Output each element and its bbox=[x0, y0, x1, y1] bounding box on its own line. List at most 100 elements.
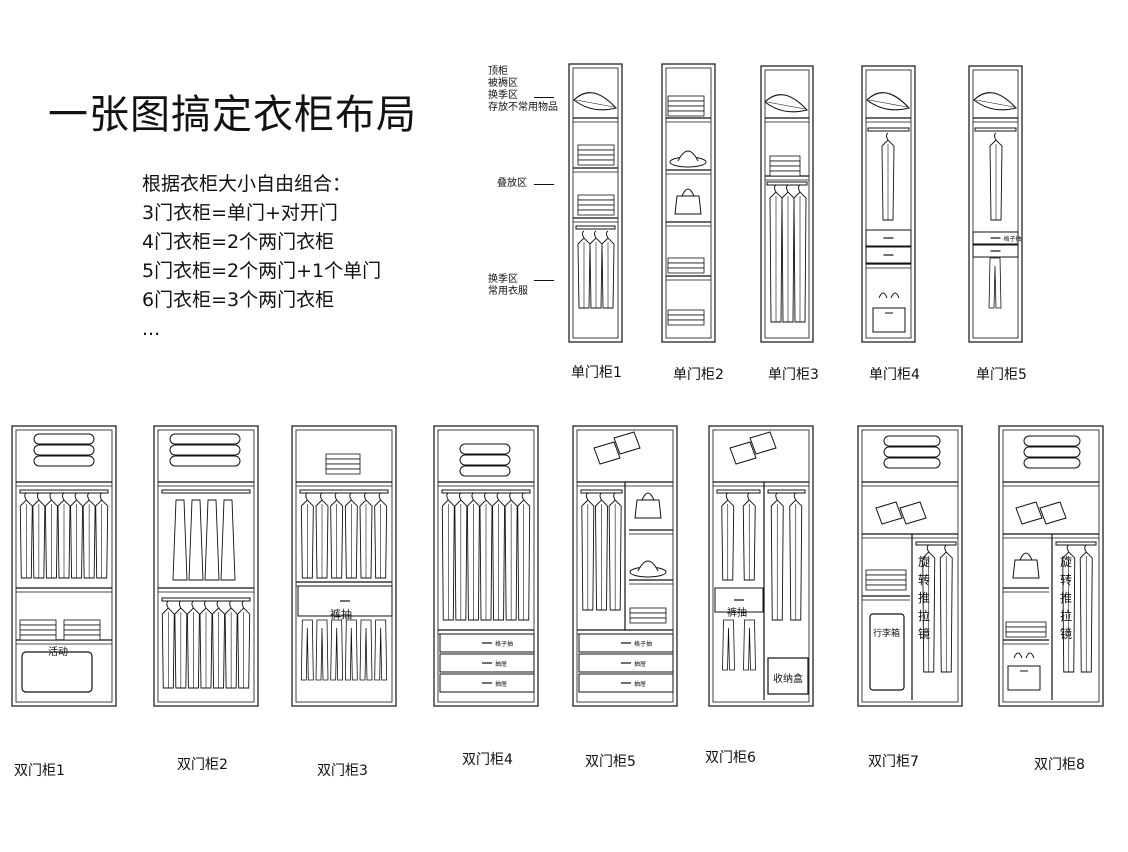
pants-shape bbox=[359, 619, 373, 681]
folded-clothes bbox=[667, 110, 705, 117]
folded-clothes bbox=[667, 309, 705, 316]
shirt bbox=[770, 492, 784, 621]
drawer-label: 抽屉 bbox=[634, 660, 646, 668]
folded-quilt bbox=[169, 433, 241, 445]
hanging-rod bbox=[161, 597, 251, 602]
cabinet-inner bbox=[861, 429, 959, 703]
blanket-line bbox=[975, 99, 1015, 108]
shirt bbox=[595, 492, 608, 611]
handbag-icon bbox=[1012, 559, 1040, 579]
folded-clothes bbox=[325, 453, 361, 460]
folded-clothes bbox=[667, 319, 705, 326]
cabinet-label: 双门柜4 bbox=[462, 752, 513, 768]
shirt bbox=[479, 492, 493, 621]
hanging-rod bbox=[299, 489, 389, 494]
shirt bbox=[330, 492, 344, 579]
drawer bbox=[297, 585, 393, 617]
handbag-icon bbox=[634, 499, 662, 519]
shirt bbox=[721, 492, 735, 581]
blanket-line bbox=[766, 101, 806, 110]
intro-text: 根据衣柜大小自由组合： 3门衣柜=单门+对开门 4门衣柜=2个两门衣柜 5门衣柜… bbox=[142, 170, 381, 344]
folded-quilt bbox=[1023, 457, 1081, 469]
cabinet-frame bbox=[661, 63, 716, 343]
folded-quilt bbox=[1023, 446, 1081, 458]
cabinet-frame bbox=[760, 65, 814, 343]
cabinet-inner bbox=[576, 429, 674, 703]
folded-clothes bbox=[865, 579, 907, 586]
folded-clothes bbox=[769, 155, 801, 162]
drawer bbox=[714, 587, 764, 613]
blanket-icon bbox=[573, 92, 618, 111]
folded-quilt bbox=[459, 454, 511, 466]
leader-line bbox=[534, 184, 554, 185]
pillow-icon bbox=[1039, 501, 1067, 525]
shirt bbox=[212, 600, 226, 689]
dress-shape bbox=[220, 499, 236, 581]
shirt bbox=[1062, 544, 1076, 673]
folded-clothes bbox=[577, 194, 615, 201]
pants-drawer-label: 裤抽 bbox=[727, 606, 747, 619]
dress-shape bbox=[172, 499, 188, 581]
mirror-label: 推 bbox=[1060, 591, 1072, 605]
drawer-label: 格子抽 bbox=[634, 640, 652, 648]
folded-quilt bbox=[33, 455, 95, 467]
cabinet-inner bbox=[572, 67, 619, 339]
folded-quilt bbox=[1023, 435, 1081, 447]
shirt bbox=[300, 492, 314, 579]
storage-box bbox=[1007, 665, 1041, 691]
folded-clothes bbox=[865, 569, 907, 576]
handbag-handle bbox=[641, 492, 655, 501]
cabinet-label: 单门柜5 bbox=[976, 367, 1027, 383]
folded-clothes bbox=[667, 95, 705, 102]
shirt bbox=[344, 492, 358, 579]
cabinet-inner bbox=[437, 429, 535, 703]
drawer bbox=[972, 244, 1019, 258]
hanging-rod bbox=[441, 489, 531, 494]
cabinet-inner bbox=[157, 429, 255, 703]
folded-clothes bbox=[667, 267, 705, 274]
cabinet-inner bbox=[972, 69, 1019, 339]
pillow-icon bbox=[593, 441, 621, 465]
drawer bbox=[972, 231, 1019, 245]
cabinet-label: 双门柜8 bbox=[1034, 757, 1085, 773]
folded-clothes bbox=[865, 584, 907, 591]
folded-clothes bbox=[63, 634, 101, 641]
shirt bbox=[577, 230, 591, 309]
hat-icon bbox=[637, 560, 659, 572]
shirt bbox=[466, 492, 480, 621]
cabinet-inner bbox=[764, 69, 810, 339]
handbag-handle bbox=[681, 188, 695, 197]
cabinet-label: 双门柜1 bbox=[14, 763, 65, 779]
drawer-label: 格子抽 bbox=[495, 640, 513, 648]
blanket-icon bbox=[764, 94, 809, 113]
cabinet-frame bbox=[998, 425, 1104, 707]
drawer bbox=[578, 633, 674, 653]
pillow-icon bbox=[875, 501, 903, 525]
folded-clothes bbox=[667, 314, 705, 321]
intro-line: 3门衣柜=单门+对开门 bbox=[142, 202, 338, 224]
intro-line: 5门衣柜=2个两门+1个单门 bbox=[142, 260, 382, 282]
folded-quilt bbox=[169, 444, 241, 456]
shirt bbox=[1079, 544, 1093, 673]
folded-quilt bbox=[883, 446, 941, 458]
drawer-label: 抽屉 bbox=[495, 660, 507, 668]
blanket-line bbox=[575, 99, 615, 108]
folded-quilt bbox=[33, 433, 95, 445]
folded-clothes bbox=[769, 170, 801, 177]
blanket-line bbox=[868, 99, 908, 108]
cabinet-label: 双门柜2 bbox=[177, 757, 228, 773]
cabinet-inner bbox=[865, 69, 912, 339]
folded-quilt bbox=[33, 444, 95, 456]
folded-clothes bbox=[629, 612, 667, 619]
drawer-label: 格子抽 bbox=[1004, 235, 1022, 243]
shirt bbox=[19, 492, 33, 579]
storage-box bbox=[872, 307, 906, 333]
shoes-icon bbox=[1013, 652, 1035, 659]
shirt bbox=[881, 132, 895, 221]
shirt bbox=[601, 230, 615, 309]
storage-box-label: 收纳盒 bbox=[773, 672, 803, 685]
page-title: 一张图搞定衣柜布局 bbox=[48, 92, 417, 138]
folded-clothes bbox=[325, 458, 361, 465]
hanging-rod bbox=[974, 127, 1017, 132]
folded-clothes bbox=[19, 624, 57, 631]
